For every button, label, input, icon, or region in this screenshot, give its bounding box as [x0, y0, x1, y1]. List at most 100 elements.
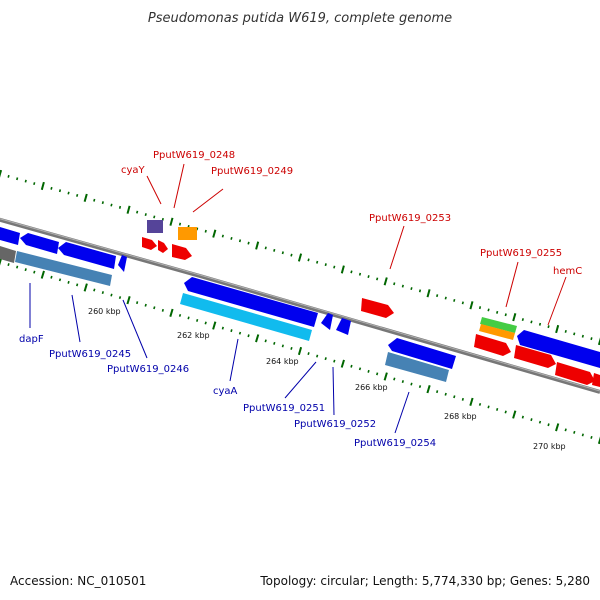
label-0251[interactable]: PputW619_0251	[243, 403, 325, 414]
gene-arrow-cyaY[interactable]	[142, 237, 157, 250]
gene-arrow-0249[interactable]	[172, 244, 192, 260]
inner-ruler-major-tick	[212, 321, 217, 330]
gene-arrow-0243[interactable]	[0, 227, 20, 245]
inner-ruler-minor-tick	[393, 377, 396, 381]
inner-ruler-minor-tick	[196, 318, 199, 322]
outer-ruler-major-tick	[297, 253, 303, 262]
outer-ruler-major-tick	[212, 229, 217, 238]
outer-ruler-minor-tick	[547, 325, 550, 329]
gene-arrow-0255[interactable]	[474, 334, 511, 356]
gene-arrow-dapF[interactable]	[20, 233, 59, 254]
inner-ruler-minor-tick	[67, 280, 70, 284]
label-0248[interactable]: PputW619_0248	[153, 150, 235, 161]
gene-arrow-0254[interactable]	[388, 338, 456, 369]
gene-arrow-next-2[interactable]	[592, 373, 600, 387]
outer-ruler-minor-tick	[230, 236, 233, 240]
outer-ruler-minor-tick	[496, 310, 499, 314]
gene-gray-left[interactable]	[0, 246, 16, 263]
lower-band-genes	[0, 246, 449, 382]
reverse-genes	[0, 227, 600, 369]
outer-ruler-minor-tick	[24, 179, 27, 183]
gene-arrow-0252[interactable]	[336, 318, 351, 335]
outer-ruler-major-tick	[597, 337, 600, 346]
inner-ruler-minor-tick	[144, 303, 147, 307]
inner-ruler-minor-tick	[581, 433, 584, 437]
gene-steel-dapF[interactable]	[15, 251, 112, 286]
gene-arrow-cyaA-blue[interactable]	[184, 277, 318, 327]
gene-arrow-0251[interactable]	[321, 313, 333, 330]
inner-ruler-minor-tick	[16, 265, 19, 269]
gene-orange-0249[interactable]	[178, 227, 197, 240]
inner-ruler-major-tick	[555, 423, 560, 432]
tick-label-270: 270 kbp	[533, 442, 566, 451]
inner-ruler-minor-tick	[230, 329, 233, 333]
gene-arrow-hemC[interactable]	[514, 345, 556, 368]
inner-ruler-minor-tick	[410, 382, 413, 386]
inner-ruler-minor-tick	[247, 334, 250, 338]
outer-ruler-minor-tick	[136, 210, 139, 214]
outer-ruler-minor-tick	[307, 258, 310, 262]
inner-ruler-minor-tick	[7, 263, 10, 267]
label-dapF[interactable]: dapF	[19, 334, 44, 345]
outer-ruler-minor-tick	[204, 229, 207, 233]
inner-ruler-major-tick	[469, 397, 474, 406]
outer-ruler-minor-tick	[410, 287, 413, 291]
inner-ruler-minor-tick	[153, 306, 156, 310]
inner-ruler-minor-tick	[136, 301, 139, 305]
label-0255[interactable]: PputW619_0255	[480, 248, 562, 259]
outer-ruler-minor-tick	[367, 275, 370, 279]
gene-green-0255[interactable]	[480, 317, 517, 333]
label-0252[interactable]: PputW619_0252	[294, 419, 376, 430]
inner-ruler-minor-tick	[161, 308, 164, 312]
leader-0246	[122, 299, 148, 359]
gene-arrow-0253[interactable]	[361, 298, 394, 318]
genome-backbone	[0, 217, 600, 394]
outer-ruler-minor-tick	[530, 320, 533, 324]
label-0246[interactable]: PputW619_0246	[107, 364, 189, 375]
gene-arrow-0245[interactable]	[58, 242, 116, 269]
leader-0254	[394, 391, 410, 434]
leader-0249	[192, 188, 224, 213]
inner-ruler-minor-tick	[290, 346, 293, 350]
gene-steel-0254[interactable]	[385, 352, 449, 382]
label-0254[interactable]: PputW619_0254	[354, 438, 436, 449]
inner-ruler-minor-tick	[564, 428, 567, 432]
outer-ruler-minor-tick	[376, 277, 379, 281]
label-0253[interactable]: PputW619_0253	[369, 213, 451, 224]
outer-ruler-minor-tick	[453, 298, 456, 302]
gene-orange-0255[interactable]	[479, 324, 515, 340]
inner-ruler-major-tick	[83, 283, 88, 292]
inner-ruler-minor-tick	[281, 344, 284, 348]
label-cyaY[interactable]: cyaY	[121, 165, 146, 176]
gene-arrow-0246[interactable]	[118, 255, 127, 272]
inner-ruler-minor-tick	[187, 316, 190, 320]
leader-0248	[173, 163, 185, 209]
gene-arrow-0248[interactable]	[158, 240, 168, 253]
inner-ruler-minor-tick	[478, 402, 482, 406]
inner-ruler-minor-tick	[50, 275, 53, 279]
outer-ruler-major-tick	[255, 241, 260, 250]
outer-ruler-minor-tick	[393, 282, 396, 286]
label-0245[interactable]: PputW619_0245	[49, 349, 131, 360]
label-0249[interactable]: PputW619_0249	[211, 166, 293, 177]
label-cyaA[interactable]: cyaA	[213, 386, 238, 397]
gene-cyan-cyaA[interactable]	[180, 293, 312, 341]
inner-ruler-minor-tick	[350, 364, 353, 368]
outer-ruler-major-tick	[426, 289, 431, 298]
inner-ruler-minor-tick	[453, 395, 456, 399]
outer-ruler-minor-tick	[118, 205, 122, 209]
outer-ruler-minor-tick	[50, 186, 53, 190]
outer-ruler-minor-tick	[101, 201, 104, 205]
label-hemC[interactable]: hemC	[553, 266, 582, 277]
inner-ruler-minor-tick	[530, 418, 533, 422]
outer-ruler-minor-tick	[221, 234, 224, 238]
gene-purple-0247[interactable]	[147, 220, 163, 233]
reverse-gene-labels: dapF PputW619_0245 PputW619_0246 cyaA Pp…	[19, 334, 436, 449]
gene-arrow-next-1[interactable]	[555, 362, 595, 385]
inner-ruler-minor-tick	[324, 357, 327, 361]
outer-ruler-minor-tick	[290, 253, 293, 257]
inner-ruler-minor-tick	[444, 392, 447, 396]
tick-label-260: 260 kbp	[88, 307, 121, 316]
gene-arrow-0256[interactable]	[517, 330, 600, 368]
outer-ruler-major-tick	[469, 301, 474, 310]
